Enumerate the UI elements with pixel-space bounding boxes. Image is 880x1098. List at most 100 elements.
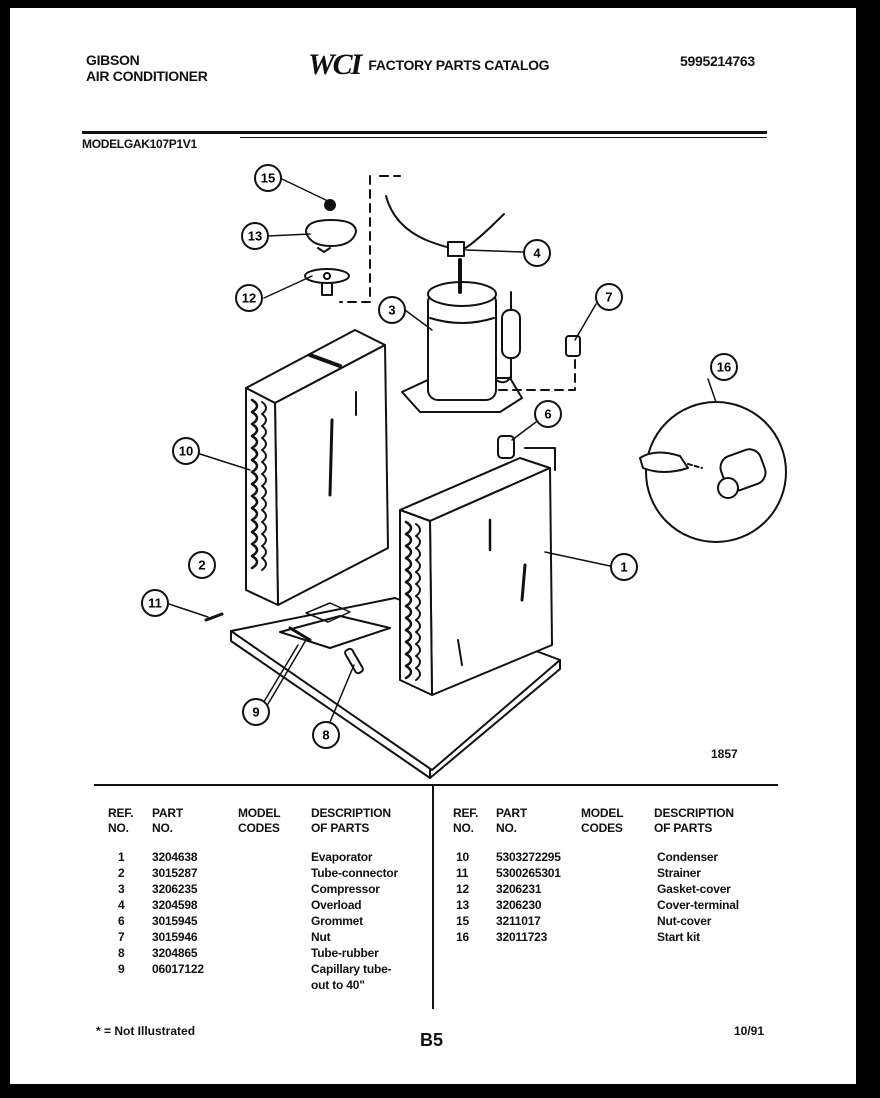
header-model-line2: CODES	[581, 821, 623, 835]
header-model-right: MODEL CODES	[581, 806, 624, 836]
callout-16-label: 16	[717, 360, 731, 375]
start-kit-inset-drawing	[639, 401, 787, 543]
callout-15: 15	[254, 164, 282, 192]
catalog-date: 10/91	[734, 1024, 765, 1038]
gasket-cover-drawing	[304, 268, 350, 296]
ref-no: 9	[118, 962, 125, 976]
part-no: 3206230	[496, 898, 542, 912]
part-no: 06017122	[152, 962, 204, 976]
overload-drawing	[339, 175, 576, 391]
header-part-line2: NO.	[152, 821, 173, 835]
part-no: 5300265301	[496, 866, 561, 880]
header-part-line1: PART	[152, 806, 183, 820]
ref-no: 12	[456, 882, 469, 896]
callout-6: 6	[534, 400, 562, 428]
grommet-drawing	[497, 435, 515, 459]
callout-12-label: 12	[242, 291, 256, 306]
callout-3: 3	[378, 296, 406, 324]
callout-11: 11	[141, 589, 169, 617]
callout-4-label: 4	[533, 246, 541, 261]
header-model-line2: CODES	[238, 821, 280, 835]
header-part-right: PART NO.	[496, 806, 527, 836]
callout-10: 10	[172, 437, 200, 465]
callout-3-label: 3	[388, 303, 395, 318]
header-ref-line1: REF.	[108, 806, 134, 820]
part-description: Overload	[311, 898, 362, 912]
wci-logo: WCI	[308, 48, 362, 81]
part-description: Nut	[311, 930, 331, 944]
page-code: B5	[420, 1030, 444, 1050]
ref-no: 1	[118, 850, 125, 864]
callout-1: 1	[610, 553, 638, 581]
part-description: Nut-cover	[657, 914, 712, 928]
part-description: Condenser	[657, 850, 718, 864]
rubber-tube-drawing	[344, 647, 364, 675]
header-part-left: PART NO.	[152, 806, 183, 836]
ref-no: 6	[118, 914, 125, 928]
header-ref-line1: REF.	[453, 806, 479, 820]
callout-12: 12	[235, 284, 263, 312]
ref-no: 7	[118, 930, 125, 944]
header-model-line1: MODEL	[581, 806, 624, 820]
strainer-drawing	[204, 612, 224, 622]
compressor-drawing	[401, 258, 523, 413]
part-no: 3015945	[152, 914, 198, 928]
callout-2-label: 2	[198, 558, 205, 573]
callout-4: 4	[523, 239, 551, 267]
header-model-line1: MODEL	[238, 806, 281, 820]
part-no: 32011723	[496, 930, 548, 944]
part-description: Strainer	[657, 866, 701, 880]
nut-drawing	[565, 335, 581, 357]
evaporator-drawing	[399, 447, 556, 696]
part-description: out to 40"	[311, 978, 365, 992]
ref-no: 10	[456, 850, 469, 864]
callout-1-label: 1	[620, 560, 627, 575]
part-no: 5303272295	[496, 850, 561, 864]
part-description: Compressor	[311, 882, 380, 896]
header-rule-thin	[240, 137, 767, 138]
table-top-rule	[94, 784, 778, 786]
part-no: 3206235	[152, 882, 198, 896]
part-description: Cover-terminal	[657, 898, 739, 912]
header-desc-line2: OF PARTS	[654, 821, 713, 835]
header-rule-thick	[82, 131, 767, 134]
callout-13-label: 13	[248, 229, 262, 244]
condenser-drawing	[245, 329, 389, 606]
model-number: MODELGAK107P1V1	[82, 137, 197, 151]
part-no: 3015946	[152, 930, 198, 944]
part-no: 3204598	[152, 898, 198, 912]
part-description: Capillary tube-	[311, 962, 392, 976]
figure-number: 1857	[711, 747, 738, 761]
callout-13: 13	[241, 222, 269, 250]
header-desc-line1: DESCRIPTION	[311, 806, 391, 820]
part-no: 3211017	[496, 914, 541, 928]
header-ref-line2: NO.	[108, 821, 129, 835]
callout-2: 2	[188, 551, 216, 579]
callout-7: 7	[595, 283, 623, 311]
terminal-cover-drawing	[305, 219, 357, 253]
table-column-divider	[432, 785, 434, 1009]
ref-no: 3	[118, 882, 125, 896]
header-part-line1: PART	[496, 806, 527, 820]
header-desc-right: DESCRIPTION OF PARTS	[654, 806, 734, 836]
not-illustrated-note: * = Not Illustrated	[96, 1024, 196, 1038]
header-desc-left: DESCRIPTION OF PARTS	[311, 806, 391, 836]
ref-no: 15	[456, 914, 469, 928]
header-brand-block: GIBSON AIR CONDITIONER	[86, 52, 208, 84]
callout-8: 8	[312, 721, 340, 749]
header-ref-line2: NO.	[453, 821, 474, 835]
part-description: Evaporator	[311, 850, 373, 864]
header-desc-line1: DESCRIPTION	[654, 806, 734, 820]
callout-7-label: 7	[605, 290, 612, 305]
catalog-title: FACTORY PARTS CATALOG	[368, 57, 550, 73]
callout-8-label: 8	[322, 728, 329, 743]
part-description: Tube-connector	[311, 866, 398, 880]
header-part-line2: NO.	[496, 821, 517, 835]
ref-no: 8	[118, 946, 125, 960]
part-description: Tube-rubber	[311, 946, 379, 960]
callout-6-label: 6	[544, 407, 551, 422]
header-ref-right: REF. NO.	[453, 806, 478, 836]
header-title-block: WCI FACTORY PARTS CATALOG	[308, 48, 550, 82]
callout-16: 16	[710, 353, 738, 381]
